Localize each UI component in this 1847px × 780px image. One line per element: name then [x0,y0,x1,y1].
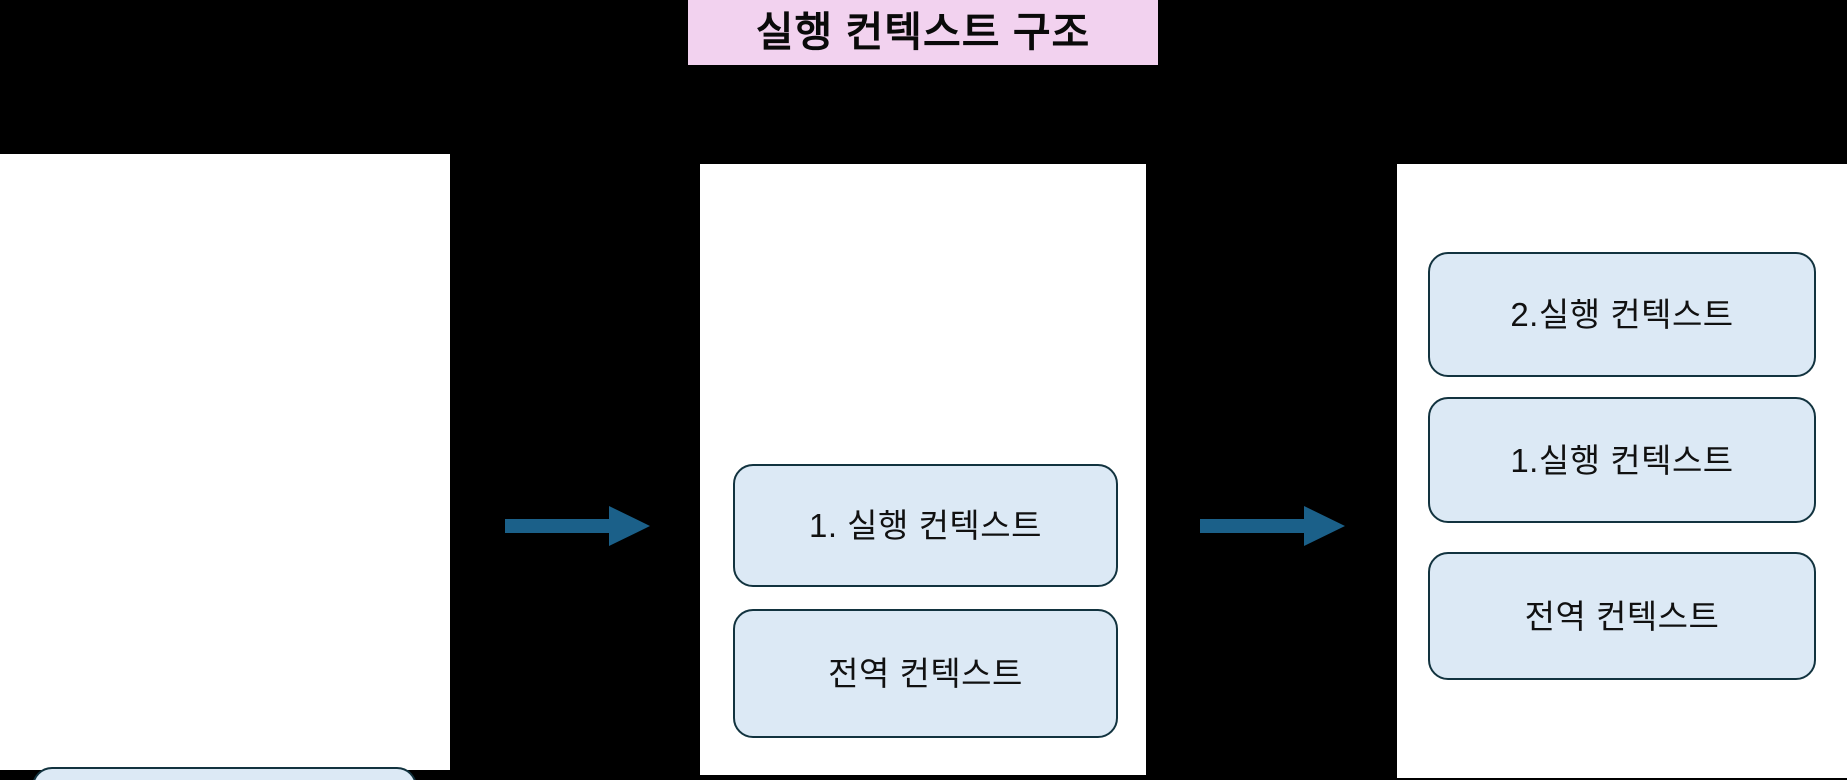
page-title: 실행 컨텍스트 구조 [755,9,1091,55]
context-box-global[interactable]: 전역 컨텍스트 [1428,552,1816,680]
context-box-label: 전역 컨텍스트 [828,655,1023,692]
context-box-exec-2[interactable]: 2.실행 컨텍스트 [1428,252,1816,377]
context-box-exec-1[interactable]: 1. 실행 컨텍스트 [733,464,1118,587]
arrow-stage1-to-stage2 [505,504,650,548]
context-box-global[interactable]: 전역 컨텍스트 [733,609,1118,738]
context-box-global[interactable]: 전역 컨텍스트 [32,767,417,780]
context-box-exec-1[interactable]: 1.실행 컨텍스트 [1428,397,1816,523]
context-box-label: 전역 컨텍스트 [1524,597,1720,635]
diagram-title-bar: 실행 컨텍스트 구조 [688,0,1158,65]
context-box-label: 2.실행 컨텍스트 [1510,296,1734,333]
stage-panel-2: 1. 실행 컨텍스트 전역 컨텍스트 [700,164,1146,775]
stage-panel-3: 2.실행 컨텍스트 1.실행 컨텍스트 전역 컨텍스트 [1397,164,1847,778]
context-box-label: 1.실행 컨텍스트 [1510,441,1734,479]
arrow-stage2-to-stage3 [1200,504,1345,548]
stage-panel-1: 전역 컨텍스트 [0,154,450,780]
context-box-label: 1. 실행 컨텍스트 [808,507,1043,544]
